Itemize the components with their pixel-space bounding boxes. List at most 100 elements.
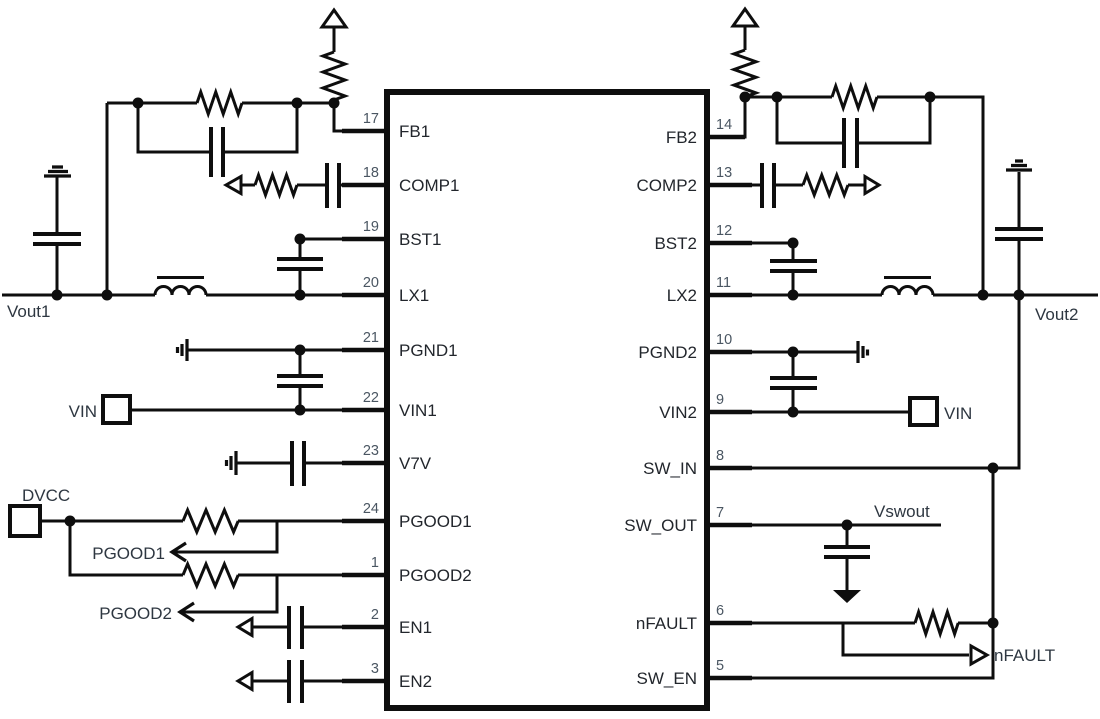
pin-number-23: 23 — [363, 443, 379, 459]
ports — [8, 394, 939, 538]
pin-number-12: 12 — [716, 223, 732, 239]
pin-number-6: 6 — [716, 603, 724, 619]
net-label-vin-right: VIN — [944, 404, 972, 423]
pin-number-13: 13 — [716, 165, 732, 181]
pin-name-sw-out: SW_OUT — [624, 516, 697, 535]
left-arrow-en1 — [235, 615, 254, 639]
vin-port-right — [908, 396, 939, 427]
pin-name-en2: EN2 — [399, 672, 432, 691]
ground-triangle-swout — [833, 590, 861, 603]
pin-name-pgnd2: PGND2 — [638, 343, 697, 362]
supply-arrow-fb2 — [730, 6, 760, 28]
pin-name-vin1: VIN1 — [399, 401, 437, 420]
pin-name-vin2: VIN2 — [659, 403, 697, 422]
pin-name-pgood1: PGOOD1 — [399, 512, 472, 531]
net-label-pgood2: PGOOD2 — [99, 604, 172, 623]
net-labels: Vout1 Vout2 VIN VIN DVCC PGOOD1 PGOOD2 V… — [7, 302, 1079, 665]
pin-name-bst2: BST2 — [654, 234, 697, 253]
pin-number-9: 9 — [716, 392, 724, 408]
pin-name-sw-in: SW_IN — [643, 459, 697, 478]
junction-dot — [328, 97, 340, 109]
net-label-vin-left: VIN — [69, 402, 97, 421]
wires-right — [707, 26, 1098, 680]
junction-dot — [841, 519, 853, 531]
junction-dot — [977, 289, 989, 301]
resistors — [181, 48, 960, 639]
junction-dot — [294, 233, 306, 245]
pin-name-bst1: BST1 — [399, 230, 442, 249]
net-label-vout1: Vout1 — [7, 302, 51, 321]
junction-dot — [294, 289, 306, 301]
junction-dot — [987, 617, 999, 629]
pin-number-8: 8 — [716, 448, 724, 464]
pin-name-comp1: COMP1 — [399, 176, 459, 195]
junction-dot — [291, 97, 303, 109]
capacitor-plates — [33, 118, 1043, 703]
grounds — [44, 159, 1032, 603]
junction-dot — [101, 289, 113, 301]
pin-number-10: 10 — [716, 332, 732, 348]
junction-dot — [787, 406, 799, 418]
arrows — [169, 6, 991, 693]
supply-arrow-fb1 — [319, 7, 349, 29]
junction-dot — [771, 91, 783, 103]
junction-dots — [51, 91, 1025, 629]
junction-dot — [787, 289, 799, 301]
pin-name-fb1: FB1 — [399, 122, 430, 141]
junction-dot — [51, 289, 63, 301]
pin-name-fb2: FB2 — [666, 128, 697, 147]
net-label-vout2: Vout2 — [1035, 305, 1079, 324]
pin-name-en1: EN1 — [399, 618, 432, 637]
pin-name-comp2: COMP2 — [637, 176, 697, 195]
left-arrow-comp1 — [222, 173, 243, 197]
junction-dot — [787, 237, 799, 249]
pin-number-3: 3 — [371, 661, 379, 677]
inductors — [153, 276, 935, 296]
right-arrow-comp2 — [863, 173, 882, 197]
net-label-nfault: nFAULT — [994, 646, 1055, 665]
pin-number-18: 18 — [363, 165, 379, 181]
pin-number-2: 2 — [371, 607, 379, 623]
junction-dot — [132, 97, 144, 109]
pin-name-lx1: LX1 — [399, 286, 429, 305]
junction-dot — [294, 344, 306, 356]
pin-number-1: 1 — [371, 555, 379, 571]
pin-number-19: 19 — [363, 219, 379, 235]
pin-name-pgnd1: PGND1 — [399, 341, 458, 360]
capacitors — [33, 118, 1043, 703]
left-arrow-en2 — [235, 669, 254, 693]
resistor-zigzags — [181, 48, 960, 639]
pin-name-v7v: V7V — [399, 454, 432, 473]
junction-dot — [987, 462, 999, 474]
net-label-pgood1: PGOOD1 — [92, 544, 165, 563]
pin-number-14: 14 — [716, 117, 732, 133]
pin-number-11: 11 — [716, 275, 731, 291]
net-label-dvcc: DVCC — [22, 486, 70, 505]
junction-dot — [787, 346, 799, 358]
pin-name-lx2: LX2 — [667, 286, 697, 305]
chevron-arrows-pgood — [169, 541, 195, 623]
net-label-vswout: Vswout — [874, 502, 930, 521]
pin-number-22: 22 — [363, 390, 379, 406]
pin-numbers: 17 18 19 20 21 22 23 24 1 2 3 14 13 12 1… — [363, 111, 732, 677]
pin-name-nfault: nFAULT — [636, 614, 697, 633]
junction-dot — [924, 91, 936, 103]
pin-number-7: 7 — [716, 505, 724, 521]
junction-dot — [739, 91, 751, 103]
ic-left-pin-stubs — [342, 128, 389, 684]
junction-dot — [1013, 289, 1025, 301]
pin-name-pgood2: PGOOD2 — [399, 566, 472, 585]
ic-right-pin-stubs — [705, 134, 752, 681]
pin-name-sw-en: SW_EN — [637, 669, 697, 688]
right-arrow-nfault — [969, 643, 991, 667]
junction-dot — [64, 515, 76, 527]
vin-port-left — [101, 394, 132, 425]
pin-number-20: 20 — [363, 275, 379, 291]
pin-number-5: 5 — [716, 658, 724, 674]
pin-number-24: 24 — [363, 501, 379, 517]
pin-number-17: 17 — [363, 111, 379, 127]
pin-number-21: 21 — [363, 330, 379, 346]
junction-dot — [294, 404, 306, 416]
